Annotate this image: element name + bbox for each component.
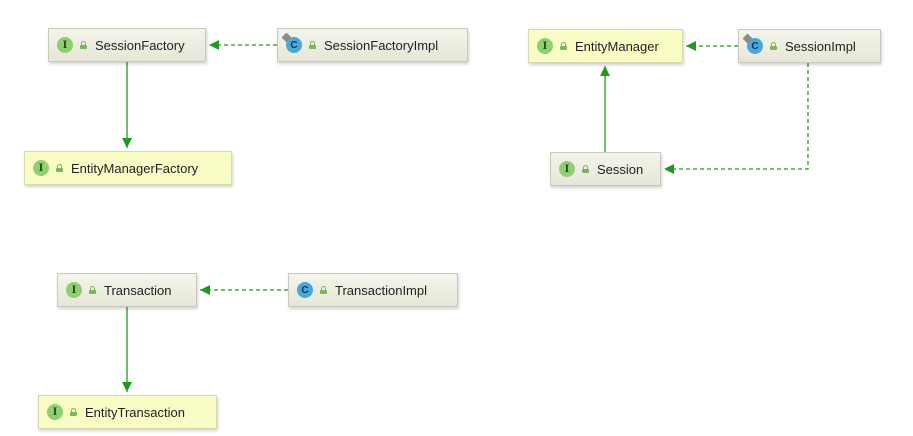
interface-icon: I: [537, 38, 553, 54]
node-label: Transaction: [104, 282, 172, 298]
public-lock-icon: [56, 164, 63, 172]
node-session-factory-impl[interactable]: C SessionFactoryImpl: [277, 28, 468, 62]
abstract-class-icon: C: [742, 33, 763, 54]
interface-icon: I: [57, 37, 73, 53]
node-session[interactable]: I Session: [550, 152, 661, 186]
public-lock-icon: [582, 165, 589, 173]
interface-icon: I: [33, 160, 49, 176]
node-label: EntityManagerFactory: [71, 160, 199, 176]
public-lock-icon: [560, 42, 567, 50]
edge-line: [664, 63, 809, 170]
interface-icon: I: [66, 282, 82, 298]
node-session-impl[interactable]: C SessionImpl: [738, 29, 881, 63]
public-lock-icon: [320, 286, 327, 294]
class-icon: C: [297, 282, 313, 298]
edge-arrowhead: [664, 164, 674, 174]
node-entity-transaction[interactable]: I EntityTransaction: [38, 395, 217, 429]
node-label: EntityTransaction: [85, 404, 185, 420]
node-label: TransactionImpl: [335, 282, 427, 298]
edge-arrowhead: [122, 382, 132, 392]
node-entity-manager[interactable]: I EntityManager: [528, 29, 683, 63]
public-lock-icon: [80, 41, 87, 49]
public-lock-icon: [309, 41, 316, 49]
node-label: SessionImpl: [785, 38, 856, 54]
node-transaction[interactable]: I Transaction: [57, 273, 197, 307]
edge-arrowhead: [122, 138, 132, 148]
public-lock-icon: [89, 286, 96, 294]
interface-icon: I: [47, 404, 63, 420]
node-label: Session: [597, 161, 644, 177]
public-lock-icon: [70, 408, 77, 416]
node-entity-manager-factory[interactable]: I EntityManagerFactory: [24, 151, 232, 185]
edge-arrowhead: [209, 40, 219, 50]
edge-arrowhead: [686, 41, 696, 51]
abstract-class-icon: C: [281, 32, 302, 53]
public-lock-icon: [770, 42, 777, 50]
node-session-factory[interactable]: I SessionFactory: [48, 28, 206, 62]
interface-icon: I: [559, 161, 575, 177]
node-label: SessionFactoryImpl: [324, 37, 439, 53]
edge-arrowhead: [600, 66, 610, 76]
edge-arrowhead: [200, 285, 210, 295]
node-label: EntityManager: [575, 38, 659, 54]
node-transaction-impl[interactable]: C TransactionImpl: [288, 273, 458, 307]
node-label: SessionFactory: [95, 37, 185, 53]
